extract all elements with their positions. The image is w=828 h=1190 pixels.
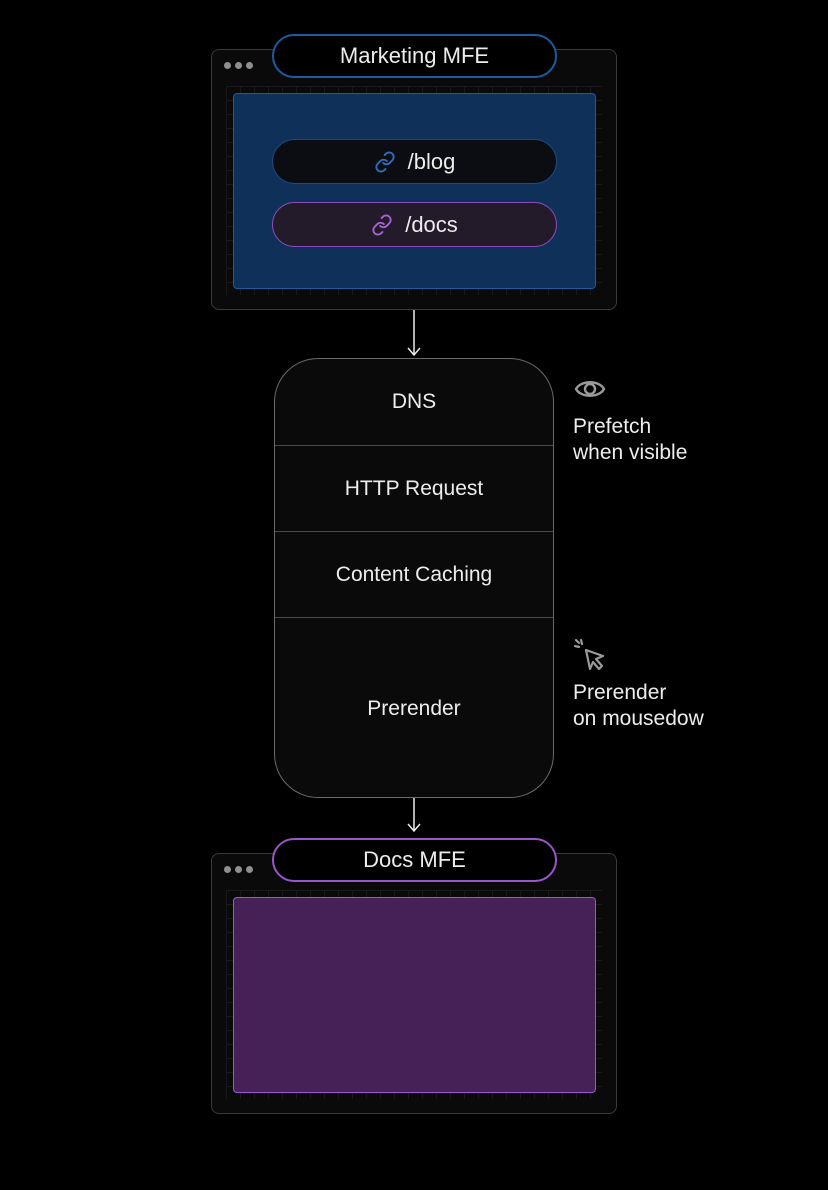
- window-dot: [246, 62, 253, 69]
- docs-mfe-title-text: Docs MFE: [363, 847, 466, 872]
- prefetch-line-1: Prefetch: [573, 415, 652, 438]
- window-dots: [224, 62, 253, 69]
- marketing-mfe-title: Marketing MFE: [272, 34, 557, 78]
- marketing-viewport: [233, 93, 596, 289]
- eye-icon: [574, 381, 606, 397]
- link-icon: [372, 213, 392, 236]
- prerender-line-1: Prerender: [573, 681, 667, 704]
- stage-prerender-label: Prerender: [367, 696, 461, 720]
- window-dot: [235, 62, 242, 69]
- stage-http-request: HTTP Request: [275, 446, 553, 532]
- stage-content-caching: Content Caching: [275, 532, 553, 618]
- link-docs[interactable]: /docs: [272, 202, 557, 247]
- prerender-annotation: Prerender on mousedow: [573, 638, 813, 732]
- pointer-click-icon: [573, 638, 605, 671]
- arrowhead-docs-to-pipeline: [407, 347, 421, 357]
- stage-http-request-label: HTTP Request: [344, 476, 484, 500]
- window-dot: [246, 866, 253, 873]
- window-dot: [224, 866, 231, 873]
- prefetch-line-2: when visible: [573, 441, 688, 464]
- docs-mfe-title: Docs MFE: [272, 838, 557, 882]
- link-blog[interactable]: /blog: [272, 139, 557, 184]
- arrowhead-pipeline-to-docs-mfe: [407, 823, 421, 833]
- stage-dns-label: DNS: [391, 390, 437, 413]
- link-docs-label: /docs: [405, 211, 458, 237]
- stage-content-caching-label: Content Caching: [335, 562, 493, 586]
- docs-mfe-window: [211, 853, 617, 1114]
- window-dot: [224, 62, 231, 69]
- stage-prerender: Prerender: [275, 618, 553, 797]
- link-icon: [375, 150, 395, 173]
- window-dot: [235, 866, 242, 873]
- window-dots: [224, 866, 253, 873]
- stage-dns: DNS: [275, 359, 553, 446]
- prefetch-annotation: Prefetch when visible: [573, 372, 813, 466]
- link-blog-label: /blog: [407, 148, 456, 174]
- prerender-line-2: on mousedow: [573, 707, 704, 730]
- docs-viewport: [233, 897, 596, 1093]
- navigation-pipeline: DNS HTTP Request Content Caching Prerend…: [274, 358, 554, 798]
- marketing-mfe-title-text: Marketing MFE: [339, 43, 490, 68]
